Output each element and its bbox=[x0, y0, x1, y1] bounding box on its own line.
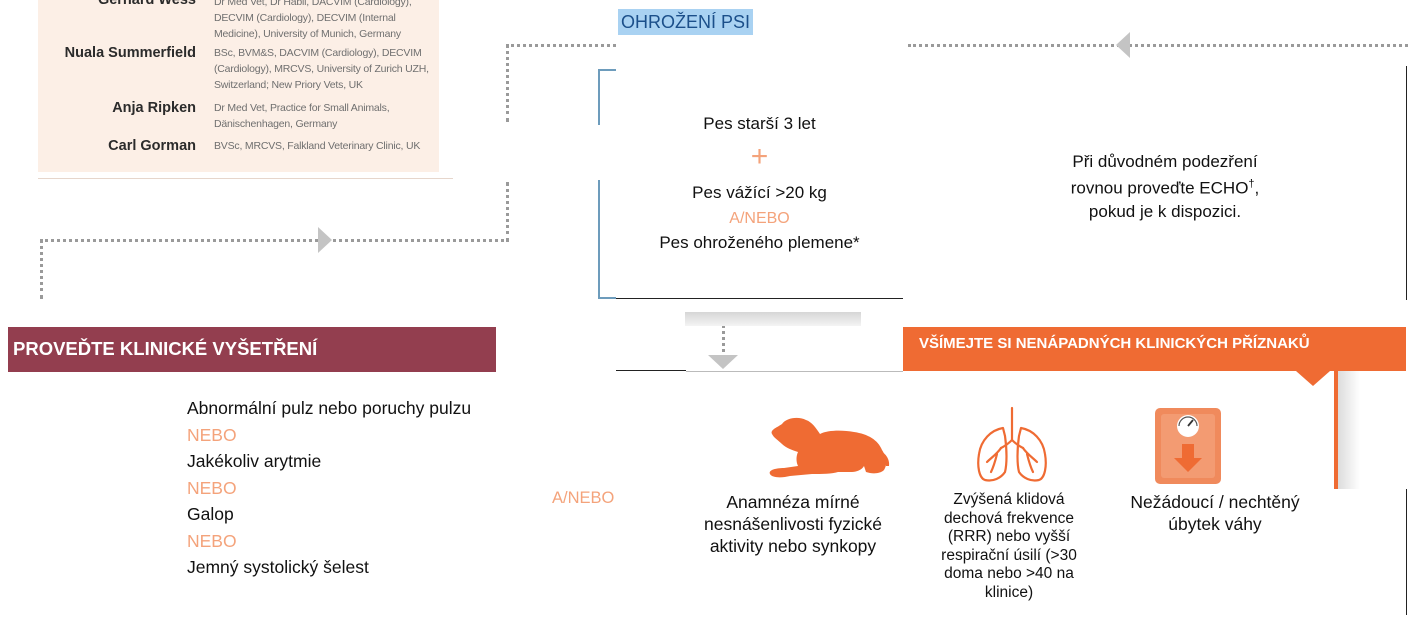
symptom-exercise-intolerance: Anamnéza mírné nesnášenlivosti fyzické a… bbox=[704, 492, 882, 556]
signs-shadow bbox=[1338, 371, 1360, 489]
author-name: Anja Ripken bbox=[112, 100, 196, 116]
authors-divider bbox=[38, 178, 453, 179]
author-name: Carl Gorman bbox=[108, 138, 196, 154]
exam-separator: NEBO bbox=[187, 478, 237, 498]
lungs-icon bbox=[977, 406, 1047, 482]
connector-risk-down bbox=[722, 314, 725, 358]
exam-item: Abnormální pulz nebo poruchy pulzu bbox=[187, 398, 472, 418]
exam-separator: NEBO bbox=[187, 531, 237, 551]
divider-line bbox=[686, 371, 903, 372]
author-affiliation: Dr Med Vet, Practice for Small Animals, … bbox=[214, 102, 390, 130]
author-affiliation: BVSc, MRCVS, Falkland Veterinary Clinic,… bbox=[214, 140, 421, 152]
connector-left-down bbox=[40, 239, 43, 299]
banner-gap bbox=[1102, 371, 1107, 375]
exam-list: Abnormální pulz nebo poruchy pulzu NEBO … bbox=[187, 396, 487, 582]
connector-top-right bbox=[908, 44, 1408, 47]
connector-mid-down bbox=[506, 182, 509, 242]
exam-item: Jemný systolický šelest bbox=[187, 557, 369, 577]
signs-pointer-icon bbox=[1296, 371, 1330, 386]
author-name: Nuala Summerfield bbox=[64, 45, 196, 61]
echo-line-2-suffix: , bbox=[1254, 178, 1260, 198]
arrow-right-icon bbox=[318, 227, 332, 253]
exam-separator: NEBO bbox=[187, 425, 237, 445]
plus-icon: + bbox=[750, 140, 769, 173]
shadow-strip bbox=[685, 312, 861, 326]
divider-line bbox=[616, 370, 686, 371]
risk-age: Pes starší 3 let bbox=[703, 114, 816, 133]
authors-panel: Gerhard Wess Dr Med Vet, Dr Habil, DACVI… bbox=[38, 0, 439, 172]
risk-box-bottom bbox=[616, 298, 903, 299]
echo-line-2: rovnou proveďte ECHO†, bbox=[1040, 173, 1290, 200]
symptom-respiratory-rate: Zvýšená klidová dechová frekvence (RRR) … bbox=[941, 491, 1077, 601]
right-border-top bbox=[1406, 66, 1407, 300]
exam-item: Galop bbox=[187, 504, 234, 524]
exam-item: Jakékoliv arytmie bbox=[187, 451, 322, 471]
risk-bracket-bottom bbox=[598, 180, 616, 299]
arrow-down-icon bbox=[708, 355, 738, 369]
lying-dog-icon bbox=[769, 417, 890, 478]
right-border-bottom bbox=[1406, 489, 1407, 615]
author-affiliation: Dr Med Vet, Dr Habil, DACVIM (Cardiology… bbox=[214, 0, 412, 40]
risk-title: OHROŽENÍ PSI bbox=[618, 9, 754, 35]
author-affiliation: BSc, BVM&S, DACVIM (Cardiology), DECVIM … bbox=[214, 47, 429, 91]
connector-mid-horizontal bbox=[40, 239, 509, 242]
echo-line-2-text: rovnou proveďte ECHO bbox=[1070, 178, 1249, 198]
echo-line-3: pokud je k dispozici. bbox=[1088, 201, 1242, 221]
echo-line-1: Při důvodném podezření bbox=[1072, 152, 1258, 171]
author-name: Gerhard Wess bbox=[97, 0, 196, 8]
signs-banner: VŠÍMEJTE SI NENÁPADNÝCH KLINICKÝCH PŘÍZN… bbox=[903, 327, 1406, 371]
symptom-weight-loss: Nežádoucí / nechtěný úbytek váhy bbox=[1130, 492, 1300, 534]
risk-weight: Pes vážící >20 kg bbox=[692, 183, 827, 202]
weight-scale-down-icon bbox=[1155, 408, 1221, 484]
echo-recommendation: Při důvodném podezření rovnou proveďte E… bbox=[1040, 150, 1290, 223]
risk-or-label: A/NEBO bbox=[729, 210, 790, 227]
connector-top-left-down bbox=[506, 44, 509, 122]
or-between-label: A/NEBO bbox=[552, 489, 615, 507]
arrow-left-icon bbox=[1116, 32, 1130, 58]
risk-breed: Pes ohroženého plemene* bbox=[659, 233, 860, 252]
risk-bracket-top bbox=[598, 69, 616, 125]
echo-footnote-mark: † bbox=[1248, 178, 1255, 190]
exam-banner: PROVEĎTE KLINICKÉ VYŠETŘENÍ bbox=[8, 327, 496, 372]
signs-bracket-line bbox=[1334, 371, 1338, 489]
connector-top-left bbox=[506, 44, 616, 47]
